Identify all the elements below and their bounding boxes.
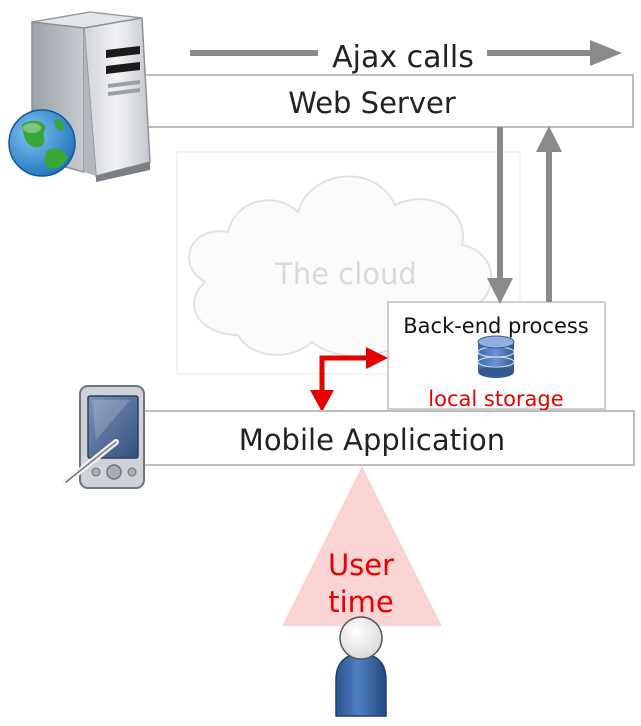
- mobile-application-label: Mobile Application: [239, 423, 505, 457]
- cloud-frame: [176, 151, 521, 375]
- user-time-group: User time: [282, 466, 442, 626]
- local-storage-label: local storage: [428, 387, 563, 411]
- ajax-calls-arrow: Ajax calls: [190, 40, 622, 75]
- ajax-calls-label: Ajax calls: [332, 40, 474, 75]
- down-arrow-to-back-end: [487, 127, 513, 304]
- back-end-process-group: Back-end process local storage: [387, 301, 606, 411]
- user-time-label-line1: User: [328, 548, 394, 582]
- globe-icon: [8, 109, 76, 177]
- back-end-process-label: Back-end process: [403, 314, 589, 338]
- web-server-group: Web Server: [127, 74, 634, 128]
- red-exchange-arrows: [310, 347, 388, 412]
- ajax-arrow-head: [590, 40, 622, 66]
- up-arrow-to-web-server: [536, 126, 562, 302]
- database-icon: [477, 335, 515, 378]
- user-time-label-line2: time: [328, 585, 394, 619]
- web-server-label: Web Server: [288, 86, 456, 120]
- cloud-label: The cloud: [274, 257, 417, 291]
- user-person-icon: [335, 616, 387, 717]
- mobile-application-group: Mobile Application: [129, 410, 635, 466]
- user-time-triangle: [282, 466, 442, 626]
- mobile-application-box: [129, 410, 635, 466]
- pda-stylus-icon: [63, 385, 145, 489]
